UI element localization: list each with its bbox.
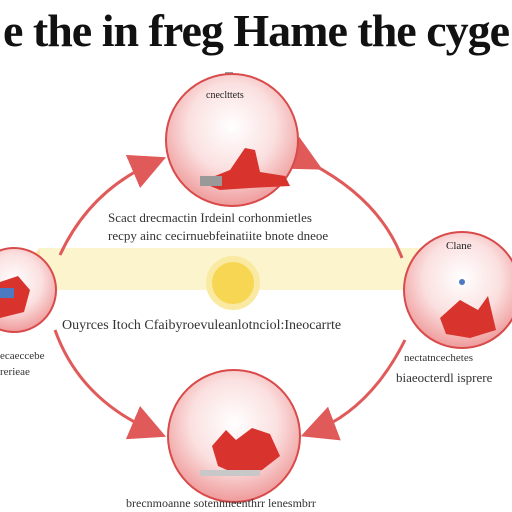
left-caption-line-1: ecaeccebe	[0, 350, 45, 362]
arrow-left-to-top	[58, 154, 167, 256]
figure-top	[200, 148, 290, 190]
middle-caption: Ouyrces Itoch Cfaibyroevuleanlotnciol:In…	[62, 318, 342, 333]
arrow-top-to-right	[282, 136, 404, 259]
stage-right	[403, 231, 512, 349]
diagram-title: e the in freg Hame the cyge	[2, 5, 510, 56]
center-caption-line-2: recpy ainc cecirnuebfeinatiite bnote dne…	[108, 228, 329, 243]
left-caption-line-2: rerieae	[0, 366, 30, 378]
right-caption-line-2: biaeocterdl isprere	[396, 370, 493, 385]
arrow-left-to-bottom	[53, 329, 167, 440]
stage-left	[0, 247, 57, 333]
center-caption-line-1: Scact drecmactin Irdeinl corhonmietles	[108, 210, 312, 225]
stage-right-label: Clane	[446, 240, 472, 252]
figure-left	[0, 276, 30, 318]
stage-bottom	[167, 369, 301, 503]
stage-top	[165, 72, 299, 207]
figure-right	[440, 296, 496, 338]
bottom-caption: brecnmoanne sotennneenthrr lenesmbrr	[126, 496, 316, 510]
right-caption-line-1: nectatncechetes	[404, 352, 474, 364]
figure-bottom	[212, 428, 280, 474]
sun-icon	[206, 256, 260, 310]
stage-top-label: cneclttets	[206, 90, 244, 101]
arrow-right-to-bottom	[300, 339, 407, 441]
